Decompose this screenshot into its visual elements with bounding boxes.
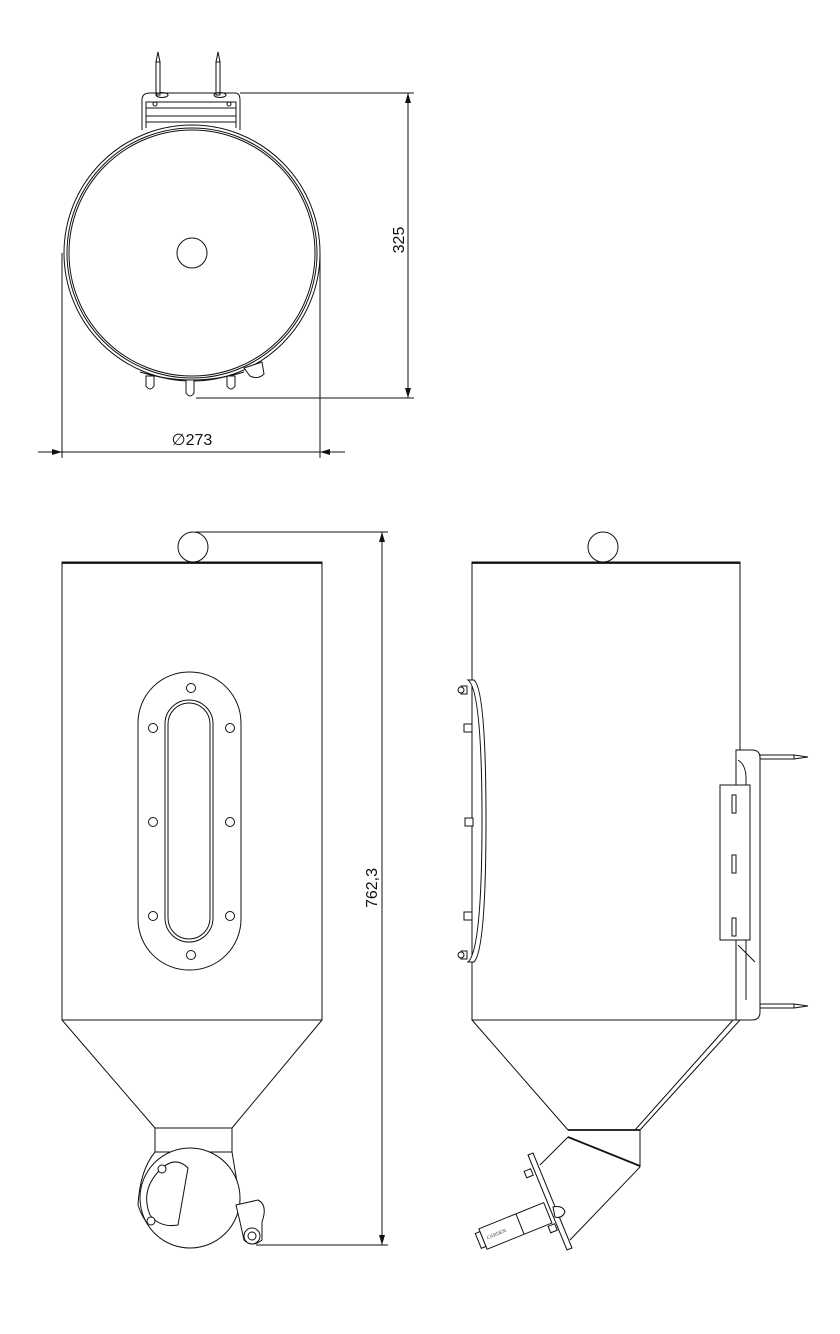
rotary-valve [137, 1147, 265, 1249]
dimension-diameter-273: ∅273 [38, 253, 345, 458]
center-port-circle [176, 237, 208, 269]
front-view: 762,3 [61, 531, 388, 1249]
hopper-cylinder [61, 561, 323, 1021]
bottom-fittings [139, 361, 265, 397]
hopper-cone [471, 1019, 741, 1241]
dimension-762-3: 762,3 [196, 531, 388, 1246]
hopper-lid-circle [63, 124, 321, 382]
level-sensor: CARDEN [474, 1152, 573, 1251]
top-port-ball [587, 531, 619, 563]
height-dimension-label: 325 [391, 227, 408, 254]
sight-window [137, 671, 242, 971]
wall-mount-bracket [719, 749, 809, 1021]
window-bolts [148, 683, 235, 960]
mounting-bracket [141, 92, 241, 130]
hopper-cone [61, 1019, 323, 1153]
side-view: CARDEN [457, 531, 809, 1251]
diameter-dimension-label: ∅273 [172, 432, 213, 449]
dimension-325: 325 [196, 92, 414, 399]
sight-window-plate [457, 679, 487, 963]
top-port-ball [177, 531, 209, 563]
top-view: 325 ∅273 [38, 51, 414, 458]
hopper-cylinder [471, 561, 741, 1021]
mounting-pins [155, 51, 221, 96]
overall-height-dimension-label: 762,3 [364, 868, 381, 908]
